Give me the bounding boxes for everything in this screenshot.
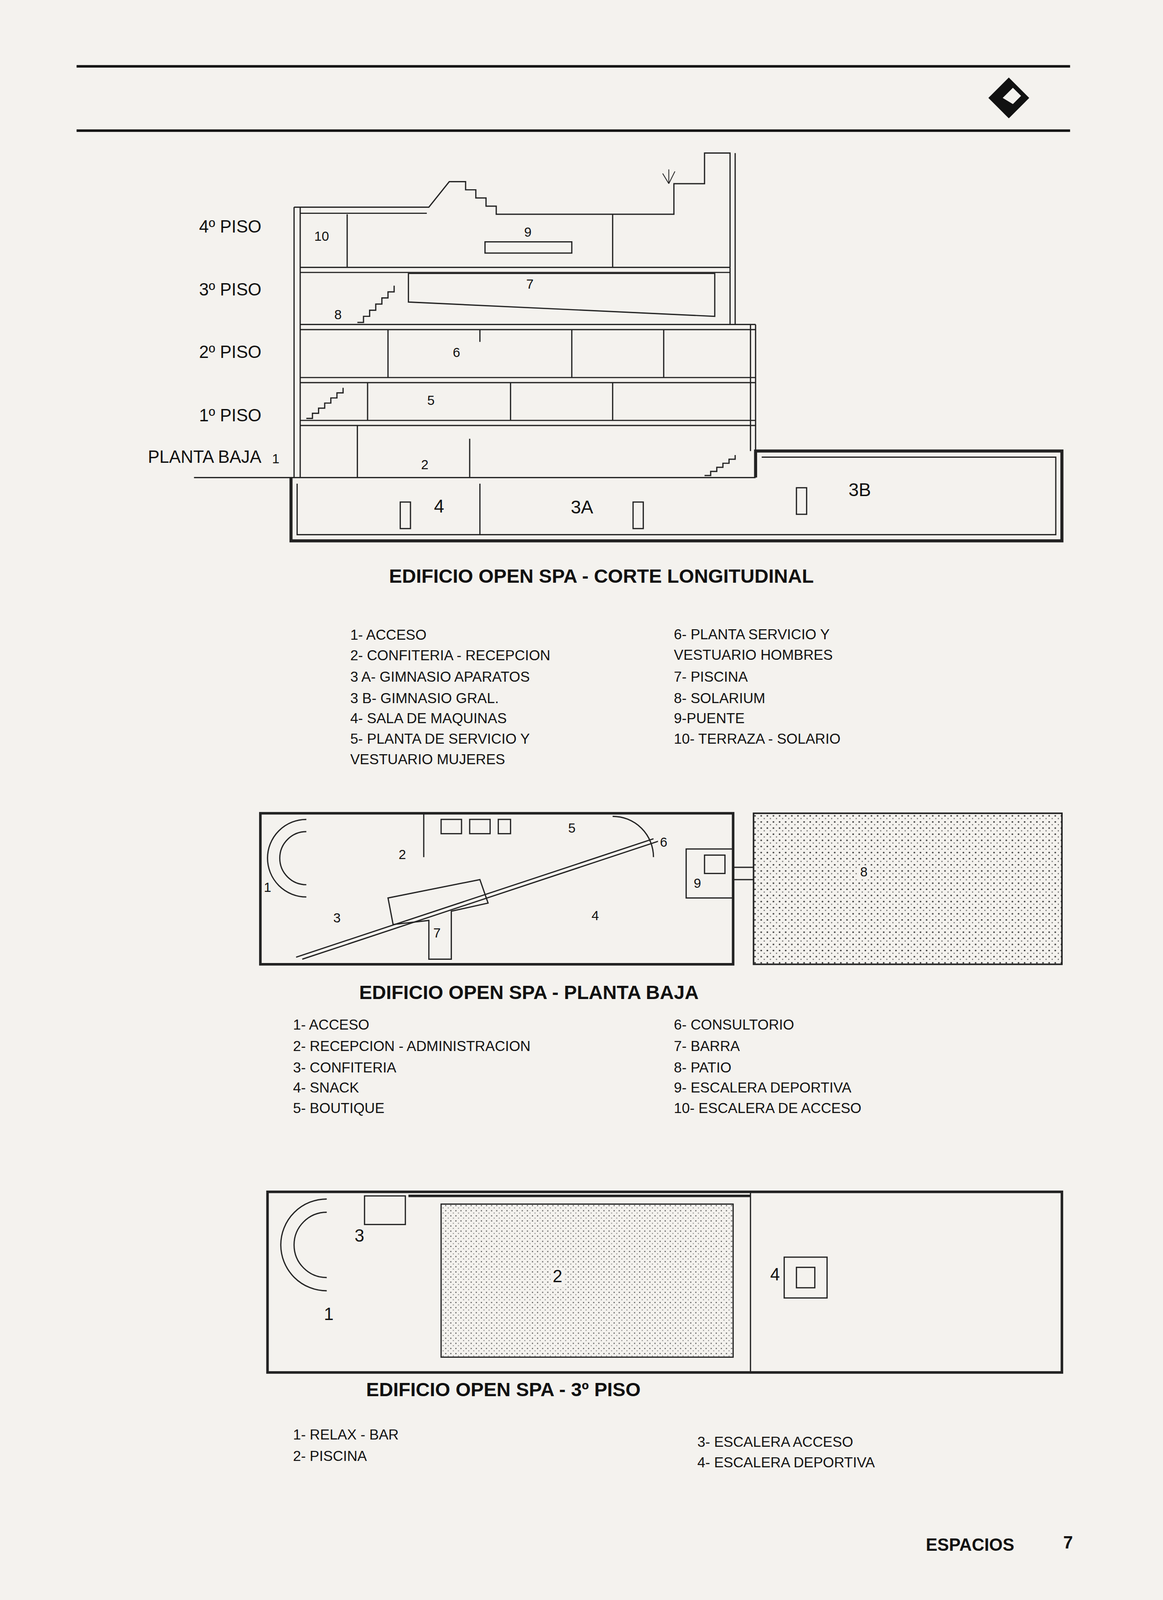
- legend-item: 10- TERRAZA - SOLARIO: [674, 728, 841, 750]
- callout-number: 9: [522, 225, 534, 240]
- floor-label: 1º PISO: [199, 403, 262, 429]
- legend-item: 3- CONFITERIA: [293, 1057, 397, 1078]
- legend-item: 2- CONFITERIA - RECEPCION: [350, 644, 551, 666]
- drawing-title: EDIFICIO OPEN SPA - 3º PISO: [366, 1375, 641, 1405]
- drawing-title: EDIFICIO OPEN SPA - PLANTA BAJA: [358, 979, 699, 1008]
- legend-item: 1- ACCESO: [350, 624, 427, 645]
- callout-number: 3: [331, 911, 343, 926]
- callout-number: 3A: [568, 498, 596, 519]
- callout-number: 5: [565, 821, 578, 836]
- legend-item: 3 A- GIMNASIO APARATOS: [350, 666, 530, 687]
- legend-item: 9- ESCALERA DEPORTIVA: [674, 1077, 852, 1099]
- legend-item: 7- BARRA: [674, 1035, 741, 1057]
- callout-number: 9: [691, 876, 704, 892]
- legend-item: 2- RECEPCION - ADMINISTRACION: [293, 1035, 531, 1057]
- floor-label: 2º PISO: [199, 340, 262, 366]
- callout-number: 1: [261, 880, 274, 896]
- floor-label: 4º PISO: [199, 214, 262, 240]
- legend-item: 5- PLANTA DE SERVICIO Y VESTUARIO MUJERE…: [350, 728, 591, 770]
- legend-item: 3 B- GIMNASIO GRAL.: [350, 687, 499, 709]
- legend-item: 4- ESCALERA DEPORTIVA: [697, 1452, 875, 1473]
- legend-item: 8- PATIO: [674, 1057, 732, 1078]
- callout-number: 10: [312, 229, 332, 245]
- ground-floor-plan: [260, 813, 1062, 965]
- floor-label: PLANTA BAJA: [147, 445, 262, 471]
- legend-item: 2- PISCINA: [293, 1446, 368, 1467]
- legend-item: 5- BOUTIQUE: [293, 1098, 385, 1119]
- legend-item: 10- ESCALERA DE ACCESO: [674, 1098, 862, 1119]
- legend-item: 1- RELAX - BAR: [293, 1424, 400, 1446]
- callout-number: 4: [589, 909, 602, 925]
- callout-number: 4: [431, 497, 447, 518]
- callout-number: 3: [352, 1227, 367, 1247]
- callout-number: 3B: [846, 480, 873, 501]
- drawing-title: EDIFICIO OPEN SPA - CORTE LONGITUDINAL: [389, 562, 814, 592]
- callout-number: 6: [450, 345, 463, 361]
- page-number: 7: [1063, 1531, 1073, 1557]
- legend-item: 3- ESCALERA ACCESO: [697, 1431, 853, 1453]
- callout-number: 6: [658, 835, 670, 851]
- callout-number: 7: [524, 277, 536, 292]
- legend-item: 6- CONSULTORIO: [674, 1014, 795, 1035]
- callout-number: 1: [269, 451, 282, 467]
- callout-number: 2: [396, 847, 409, 863]
- floor-label: 3º PISO: [199, 278, 262, 304]
- callout-number: 7: [431, 926, 443, 942]
- callout-number: 8: [332, 308, 344, 323]
- third-floor-plan: [267, 1192, 1063, 1373]
- page-rules: [76, 66, 1070, 131]
- legend-item: 4- SALA DE MAQUINAS: [350, 708, 507, 729]
- legend-item: 4- SNACK: [293, 1077, 360, 1099]
- logo: [988, 77, 1030, 119]
- callout-number: 1: [321, 1306, 336, 1326]
- legend-item: 7- PISCINA: [674, 666, 748, 687]
- callout-number: 5: [425, 393, 437, 409]
- legend-item: 8- SOLARIUM: [674, 687, 766, 709]
- callout-number: 2: [550, 1268, 565, 1288]
- callout-number: 8: [857, 865, 870, 880]
- legend-item: 1- ACCESO: [293, 1014, 370, 1035]
- legend-item: 6- PLANTA SERVICIO Y VESTUARIO HOMBRES: [674, 624, 914, 666]
- section-drawing: [193, 153, 1062, 541]
- callout-number: 4: [768, 1266, 782, 1286]
- callout-number: 2: [419, 457, 431, 473]
- footer-text: ESPACIOS: [925, 1533, 1015, 1559]
- legend-item: 9-PUENTE: [674, 708, 745, 729]
